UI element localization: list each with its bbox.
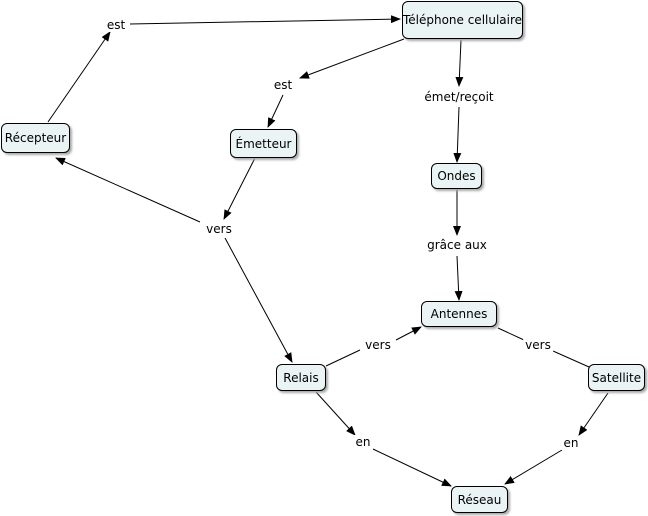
connector-satellite-en xyxy=(578,392,609,436)
connector-vers-antennes xyxy=(395,326,422,341)
link-est-top: est xyxy=(104,18,128,32)
connector-antennes-vers xyxy=(497,327,525,341)
connector-emetteur-vers xyxy=(223,157,256,220)
link-est-mid: est xyxy=(271,78,295,92)
concept-satellite[interactable]: Satellite xyxy=(588,364,645,391)
link-emet-recoit: émet/reçoit xyxy=(422,90,496,104)
concept-relais[interactable]: Relais xyxy=(276,364,326,391)
concept-ondes[interactable]: Ondes xyxy=(431,163,482,189)
concept-recepteur[interactable]: Récepteur xyxy=(1,123,70,153)
link-vers-relais: vers xyxy=(363,338,393,352)
concept-emetteur[interactable]: Émetteur xyxy=(230,129,297,158)
connector-telephone-emet xyxy=(455,39,464,87)
link-en-relais: en xyxy=(353,435,373,449)
link-en-satellite: en xyxy=(561,436,581,450)
connector-en-reseau xyxy=(372,448,452,487)
connector-relais-en xyxy=(315,391,356,436)
link-vers-left: vers xyxy=(204,222,234,236)
connector-telephone-est xyxy=(299,38,405,79)
connector-emet-ondes xyxy=(453,106,462,163)
connector-est-telephone xyxy=(129,15,401,25)
link-vers-satellite: vers xyxy=(523,338,553,352)
concept-antennes[interactable]: Antennes xyxy=(421,301,497,327)
concept-telephone-cellulaire[interactable]: Téléphone cellulaire xyxy=(402,1,523,39)
connector-vers-recepteur xyxy=(55,157,201,223)
connector-vers-relais xyxy=(224,237,293,363)
connector-relais-vers xyxy=(325,349,361,367)
link-grace-aux: grâce aux xyxy=(425,238,489,252)
connector-en-reseau-2 xyxy=(504,449,563,485)
connector-recepteur-est xyxy=(47,31,111,123)
connector-est-emetteur xyxy=(267,94,284,128)
concept-reseau[interactable]: Réseau xyxy=(451,486,508,513)
connector-vers-satellite xyxy=(552,350,590,368)
connector-grace-antennes xyxy=(454,255,463,301)
